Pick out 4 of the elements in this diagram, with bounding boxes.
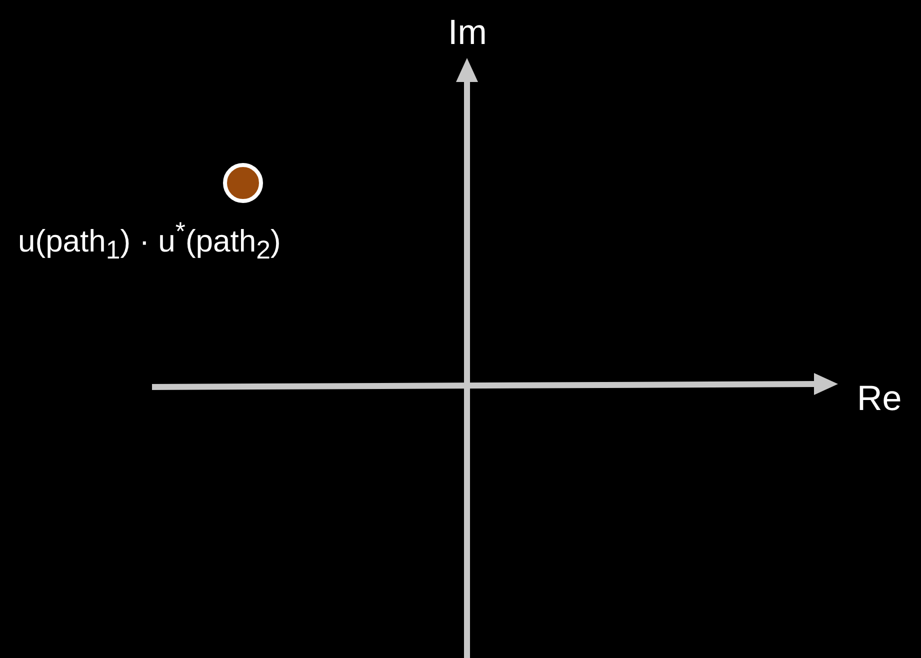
axis-label: Im — [448, 15, 487, 50]
data-point — [223, 163, 263, 203]
axis-label: Re — [857, 381, 902, 416]
point-label: u(path$_{1}$) · u$^{*}$(path$_{2}$) — [18, 220, 281, 264]
